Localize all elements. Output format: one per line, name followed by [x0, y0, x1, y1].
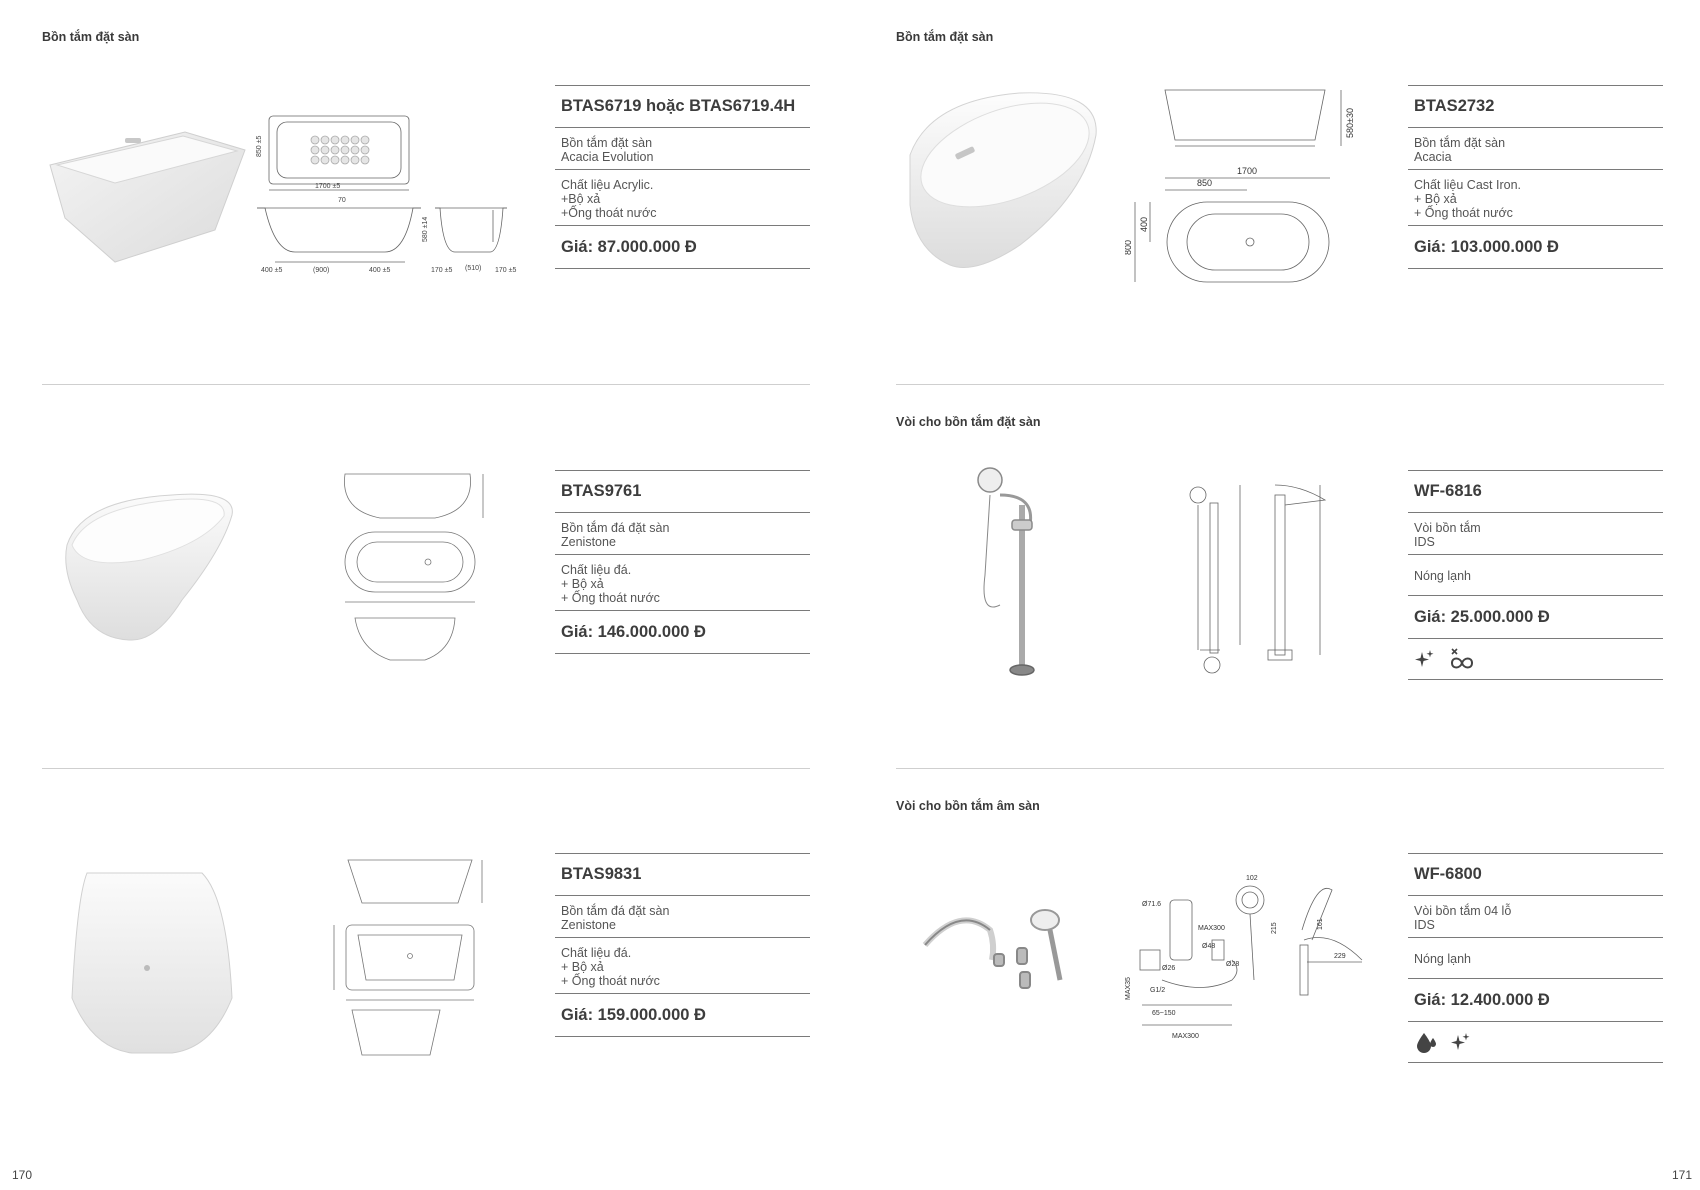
svg-text:(900): (900)	[313, 267, 329, 274]
right-section-title-2: Vòi cho bồn tắm đặt sàn	[896, 415, 1041, 429]
divider	[896, 384, 1664, 385]
product-material: Chất liệu Acrylic. +Bộ xả +Ống thoát nướ…	[555, 169, 810, 225]
page-number-right: 171	[1672, 1168, 1693, 1182]
product-code: BTAS9761	[555, 470, 810, 512]
svg-text:102: 102	[1246, 875, 1258, 882]
svg-text:400 ±5: 400 ±5	[261, 267, 282, 274]
svg-text:1700: 1700	[1237, 166, 1257, 176]
product-description: Bồn tắm đặt sàn Acacia Evolution	[555, 127, 810, 169]
spec-card-btas9831: BTAS9831 Bồn tắm đá đặt sàn Zenistone Ch…	[555, 853, 810, 1037]
product-code: BTAS9831	[555, 853, 810, 895]
product-price: Giá: 159.000.000 Đ	[555, 993, 810, 1037]
product-description: Bồn tắm đá đặt sàn Zenistone	[555, 512, 810, 554]
product-code: BTAS6719 hoặc BTAS6719.4H	[555, 85, 810, 127]
svg-text:161: 161	[1317, 918, 1324, 930]
svg-text:229: 229	[1334, 953, 1346, 960]
svg-text:580±30: 580±30	[1345, 108, 1355, 138]
svg-text:Ø48: Ø48	[1202, 943, 1215, 950]
product-feature: Nóng lạnh	[1408, 554, 1663, 595]
sparkle-icon	[1414, 648, 1436, 670]
left-section-title: Bồn tắm đặt sàn	[42, 30, 140, 44]
product-code: WF-6800	[1408, 853, 1663, 895]
infinity-icon	[1448, 647, 1476, 671]
technical-drawing-wf6800: Ø71.6 MAX300 Ø48 Ø28 Ø26 G1/2 65~150 MAX…	[1122, 870, 1367, 1045]
product-code: WF-6816	[1408, 470, 1663, 512]
svg-text:MAX300: MAX300	[1172, 1033, 1199, 1040]
spec-card-wf6816: WF-6816 Vòi bồn tắm IDS Nóng lạnh Giá: 2…	[1408, 470, 1663, 680]
svg-text:Ø71.6: Ø71.6	[1142, 901, 1161, 908]
bathtub-photo-btas9831	[62, 868, 242, 1058]
technical-drawing-btas9761	[335, 470, 495, 670]
product-description: Bồn tắm đá đặt sàn Zenistone	[555, 895, 810, 937]
right-section-title-1: Bồn tắm đặt sàn	[896, 30, 994, 44]
svg-text:65~150: 65~150	[1152, 1010, 1176, 1017]
product-code: BTAS2732	[1408, 85, 1663, 127]
divider	[896, 768, 1664, 769]
svg-text:170 ±5: 170 ±5	[495, 267, 516, 274]
svg-text:850 ±5: 850 ±5	[256, 136, 263, 157]
svg-text:G1/2: G1/2	[1150, 987, 1165, 994]
product-price: Giá: 12.400.000 Đ	[1408, 978, 1663, 1021]
sparkle-icon	[1450, 1031, 1472, 1053]
product-description: Vòi bồn tắm 04 lỗ IDS	[1408, 895, 1663, 937]
spec-card-btas9761: BTAS9761 Bồn tắm đá đặt sàn Zenistone Ch…	[555, 470, 810, 654]
faucet-photo-wf6800	[920, 900, 1080, 1000]
divider	[42, 768, 810, 769]
svg-text:Ø26: Ø26	[1162, 965, 1175, 972]
svg-text:850: 850	[1197, 178, 1212, 188]
feature-icons	[1408, 1021, 1663, 1063]
dim-width: 1700 ±5	[315, 183, 340, 190]
product-description: Vòi bồn tắm IDS	[1408, 512, 1663, 554]
svg-text:MAX35: MAX35	[1125, 977, 1132, 1000]
bathtub-photo-btas9761	[62, 490, 237, 645]
svg-text:MAX300: MAX300	[1198, 925, 1225, 932]
svg-text:580 ±14: 580 ±14	[422, 217, 429, 242]
water-drop-icon	[1414, 1030, 1438, 1054]
svg-text:215: 215	[1271, 922, 1278, 934]
product-price: Giá: 103.000.000 Đ	[1408, 225, 1663, 269]
page-number-left: 170	[12, 1168, 33, 1182]
bathtub-photo-btas2732	[900, 85, 1105, 295]
product-material: Chất liệu đá. + Bộ xả + Ống thoát nước	[555, 554, 810, 610]
product-price: Giá: 146.000.000 Đ	[555, 610, 810, 654]
svg-text:800: 800	[1125, 240, 1133, 255]
product-price: Giá: 87.000.000 Đ	[555, 225, 810, 269]
svg-text:400 ±5: 400 ±5	[369, 267, 390, 274]
right-section-title-3: Vòi cho bồn tắm âm sàn	[896, 799, 1040, 813]
spec-card-wf6800: WF-6800 Vòi bồn tắm 04 lỗ IDS Nóng lạnh …	[1408, 853, 1663, 1063]
product-price: Giá: 25.000.000 Đ	[1408, 595, 1663, 638]
technical-drawing-btas9831	[330, 855, 495, 1065]
svg-text:Ø28: Ø28	[1226, 961, 1239, 968]
bathtub-photo-btas6719	[45, 120, 250, 270]
technical-drawing-wf6816	[1180, 465, 1335, 680]
product-description: Bồn tắm đặt sàn Acacia	[1408, 127, 1663, 169]
product-feature: Nóng lạnh	[1408, 937, 1663, 978]
svg-text:(510): (510)	[465, 265, 481, 272]
feature-icons	[1408, 638, 1663, 680]
product-material: Chất liệu đá. + Bộ xả + Ống thoát nước	[555, 937, 810, 993]
svg-text:400: 400	[1139, 217, 1149, 232]
technical-drawing-btas6719: 1700 ±5 850 ±5 400 ±5 (900) 400 ±5 70 58…	[255, 112, 545, 277]
svg-text:70: 70	[338, 197, 346, 204]
technical-drawing-btas2732: 580±30 1700 850 800 400	[1125, 80, 1365, 295]
spec-card-btas6719: BTAS6719 hoặc BTAS6719.4H Bồn tắm đặt sà…	[555, 85, 810, 269]
faucet-photo-wf6816	[960, 465, 1045, 680]
svg-text:170 ±5: 170 ±5	[431, 267, 452, 274]
spec-card-btas2732: BTAS2732 Bồn tắm đặt sàn Acacia Chất liệ…	[1408, 85, 1663, 269]
product-material: Chất liệu Cast Iron. + Bộ xả + Ống thoát…	[1408, 169, 1663, 225]
divider	[42, 384, 810, 385]
